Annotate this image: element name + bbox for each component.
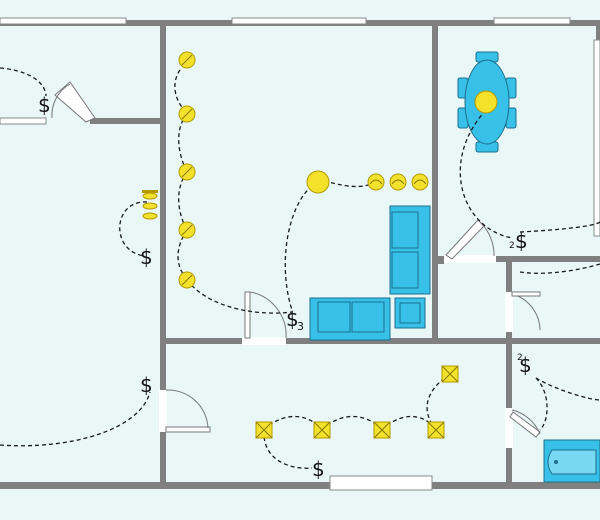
wire [519,263,600,274]
side-table [394,297,426,329]
wall-right-rooms-top [496,256,600,262]
window-left-wall [0,117,47,125]
door-living-leaf [244,291,251,339]
switch-symbol: $ [515,229,528,253]
wall-hall-top [166,338,242,344]
opening-right-door-1 [505,292,513,332]
light-fixture [178,105,196,123]
door-right-2-swing [511,409,541,435]
wall-dining-bottom [438,256,444,264]
wire [0,391,151,447]
window-top-right [493,17,571,25]
door-left-room-leaf [54,81,96,123]
sofa-cushion [391,251,419,289]
box-lights [255,365,459,439]
switch-symbol: $ [140,373,153,397]
box-light [313,421,331,439]
door-hall-swing [165,389,209,429]
wall-right-rooms [506,258,512,482]
opening-hall-door [159,390,167,432]
door-left-room-swing [51,83,71,119]
door-right-2-leaf [509,411,541,438]
track-lights [367,173,429,191]
switch-symbol: $ [286,307,299,331]
switch-subscript: 2 [517,353,523,363]
switch-subscript: 2 [509,241,515,251]
windows [0,17,600,491]
wall-bottom [0,482,600,489]
sofa-cushion [317,301,351,333]
pendant-light [306,170,330,194]
sofa-l [389,205,431,295]
wire [284,181,319,311]
switch-symbol: $ [519,353,532,377]
wall-sconces [142,190,158,220]
switch-symbol: $ [38,93,51,117]
light-fixture [178,51,196,69]
sofa-cushion [391,211,419,249]
opening-right-door-2 [505,408,513,448]
box-light [441,365,459,383]
wire [535,377,600,401]
wire [119,201,148,257]
sofa-bottom [309,297,391,341]
light-fixture [178,163,196,181]
door-living-swing [249,291,287,339]
light-fixture [178,271,196,289]
side-table-inner [399,302,421,324]
wire [535,377,548,431]
wire [519,221,600,233]
wire [178,171,188,231]
switches: $ $ $ 3 $ 2 $ 2 $ $ [38,93,532,481]
opening-left-room [52,117,90,125]
bathtub [543,439,600,483]
ceiling-lights [142,51,498,289]
switch-symbol: $ [140,245,153,269]
window-top-left [0,17,127,25]
window-top-middle [231,17,367,25]
wall-left-room-shelf [90,118,160,124]
door-hall-leaf [165,426,211,433]
sofa-cushion [351,301,385,333]
bathtub-basin [547,449,597,475]
wiring [0,67,600,469]
light-fixture [178,221,196,239]
door-right-1-leaf [511,291,541,297]
window-right-wall [593,39,600,237]
wall-right-rooms-mid [512,338,600,344]
door-dining-swing [480,222,495,257]
opening-living-door [242,337,286,345]
wire [186,279,293,314]
wall-livingroom-right [432,26,438,340]
switch-symbol: $ [312,457,325,481]
box-light [255,421,273,439]
wire [459,109,513,239]
wire [178,113,188,173]
switch-subscript: 3 [297,320,304,333]
dining-light [474,90,498,114]
bathtub-drain [554,460,558,464]
wall-left-room-divider [160,26,166,482]
wall-hall-top-2 [286,338,506,344]
window-bottom [329,475,433,491]
box-light [427,421,445,439]
box-light [373,421,391,439]
opening-dining-door [444,255,496,263]
doors [51,81,541,438]
